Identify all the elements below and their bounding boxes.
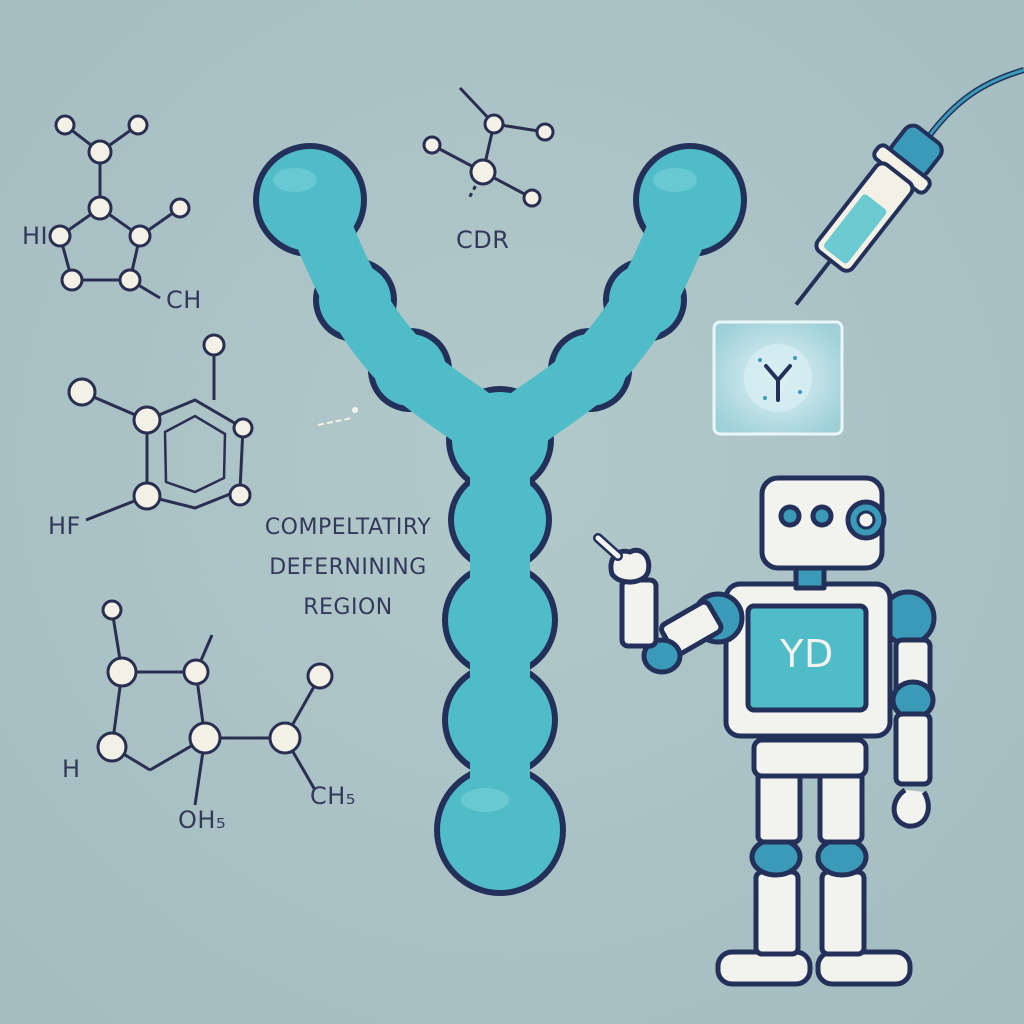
- molecule3-right-label: CH₅: [310, 782, 356, 810]
- molecule1-right-label: CH: [166, 286, 202, 314]
- syringe-icon: [794, 67, 1024, 306]
- region-label-line1: COMPELTATIRY: [264, 515, 432, 540]
- molecule1-left-label: HI: [22, 222, 49, 250]
- molecule-structure-icon-1: [48, 114, 191, 300]
- region-label: COMPELTATIRY DEFERNINING REGION: [245, 508, 451, 628]
- antibody-sample-panel: [712, 320, 844, 436]
- molecule2-left-label: HF: [48, 512, 81, 540]
- region-label-line2: DEFERNINING: [269, 555, 427, 580]
- molecule3-bottom-label: OH₅: [178, 806, 227, 834]
- connector-line: [317, 417, 353, 426]
- molecule-structure-icon-2: [422, 86, 555, 208]
- y-shaped-antibody: [253, 143, 747, 896]
- robot-pointing: [593, 475, 937, 987]
- molecule-structure-icon-4: [96, 599, 334, 806]
- cdr-label: CDR: [456, 226, 510, 254]
- molecule-structure-icon-3: [67, 333, 254, 522]
- connector-dot: [352, 407, 358, 413]
- robot-screen-label: YD: [780, 632, 834, 676]
- molecule3-left-label: H: [62, 755, 81, 783]
- region-label-line3: REGION: [303, 595, 393, 620]
